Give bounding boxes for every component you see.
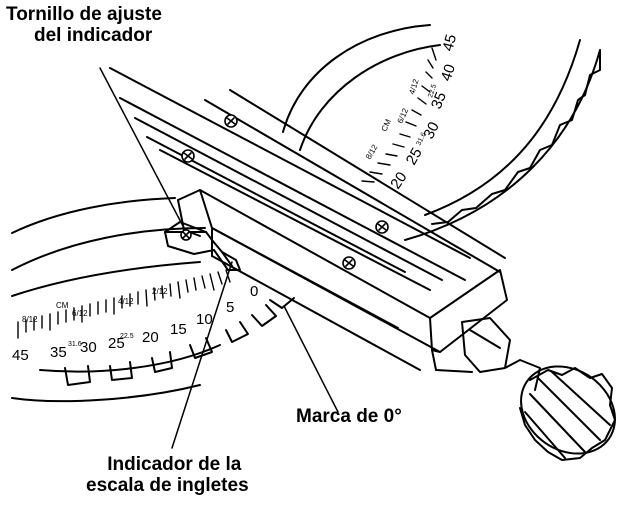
lower-roof-mark: CM bbox=[56, 301, 69, 310]
miter-indicator-line2: escala de ingletes bbox=[86, 475, 249, 497]
leader-miter-indicator bbox=[171, 261, 233, 449]
upper-angle-mark: 31.6 bbox=[416, 131, 428, 146]
lower-table-arc bbox=[11, 197, 295, 403]
zero-mark-text: Marca de 0° bbox=[296, 406, 402, 427]
leader-zero-mark bbox=[283, 305, 339, 413]
indicator-screw-callout: Tornillo de ajuste del indicador bbox=[6, 4, 162, 47]
miter-indicator-line1: Indicador de la bbox=[107, 454, 242, 475]
upper-roof-mark: 4/12 bbox=[407, 78, 421, 96]
indicator-screw-line1: Tornillo de ajuste bbox=[6, 4, 162, 25]
screw-top bbox=[224, 114, 238, 128]
fence-assembly bbox=[109, 67, 506, 291]
lower-scale-number: 20 bbox=[142, 329, 159, 346]
lower-scale-number: 30 bbox=[80, 339, 97, 356]
handle-knob bbox=[461, 317, 616, 461]
lower-angle-mark: 31.6 bbox=[68, 341, 82, 348]
indicator-screw-line2: del indicador bbox=[34, 25, 153, 47]
upper-scale-labels: 45 40 35 30 25 20 4/12 6/12 CM 8/12 22.5… bbox=[364, 33, 460, 193]
screw-center bbox=[342, 256, 356, 270]
lower-angle-mark: 22.5 bbox=[120, 333, 134, 340]
leader-indicator-screw bbox=[99, 67, 185, 229]
lower-roof-mark: 6/12 bbox=[72, 309, 88, 318]
upper-roof-mark: 8/12 bbox=[364, 143, 380, 161]
lower-scale-number: 25 bbox=[108, 335, 125, 352]
miter-indicator-callout: Indicador de la escala de ingletes bbox=[86, 454, 249, 497]
screw-left bbox=[181, 149, 195, 163]
upper-angle-mark: 22.5 bbox=[427, 83, 438, 98]
upper-table-arc bbox=[282, 24, 601, 241]
lower-scale-number: 15 bbox=[170, 321, 187, 338]
lower-scale-ticks bbox=[17, 269, 231, 339]
lower-scale-number: 35 bbox=[50, 344, 67, 361]
lower-roof-mark: 4/12 bbox=[118, 297, 134, 306]
upper-scale-ticks bbox=[361, 47, 437, 183]
upper-roof-mark: CM bbox=[380, 117, 393, 132]
zero-mark-callout: Marca de 0° bbox=[296, 406, 402, 427]
screw-right bbox=[375, 220, 389, 234]
lower-roof-mark: 2/12 bbox=[152, 287, 168, 296]
lower-scale-labels: 45 35 30 25 20 15 10 5 0 8/12 CM 6/12 4/… bbox=[12, 283, 258, 364]
upper-scale-number: 25 bbox=[403, 145, 426, 168]
miter-arm bbox=[177, 189, 508, 373]
leader-lines bbox=[99, 67, 339, 449]
upper-scale-number: 20 bbox=[387, 169, 410, 192]
lower-scale-number: 45 bbox=[12, 347, 29, 364]
lower-scale-number: 10 bbox=[196, 311, 213, 328]
upper-scale-number: 45 bbox=[439, 33, 460, 54]
lower-scale-number: 0 bbox=[250, 283, 258, 300]
screw-indicator bbox=[180, 229, 192, 241]
lower-roof-mark: 8/12 bbox=[22, 315, 38, 324]
screws bbox=[180, 114, 389, 270]
upper-roof-mark: 6/12 bbox=[396, 106, 411, 124]
lower-scale-number: 5 bbox=[226, 299, 234, 316]
pointer-bracket bbox=[164, 221, 241, 271]
upper-scale-number: 35 bbox=[428, 90, 450, 112]
upper-scale-number: 30 bbox=[420, 119, 443, 141]
upper-scale-number: 40 bbox=[438, 62, 459, 83]
